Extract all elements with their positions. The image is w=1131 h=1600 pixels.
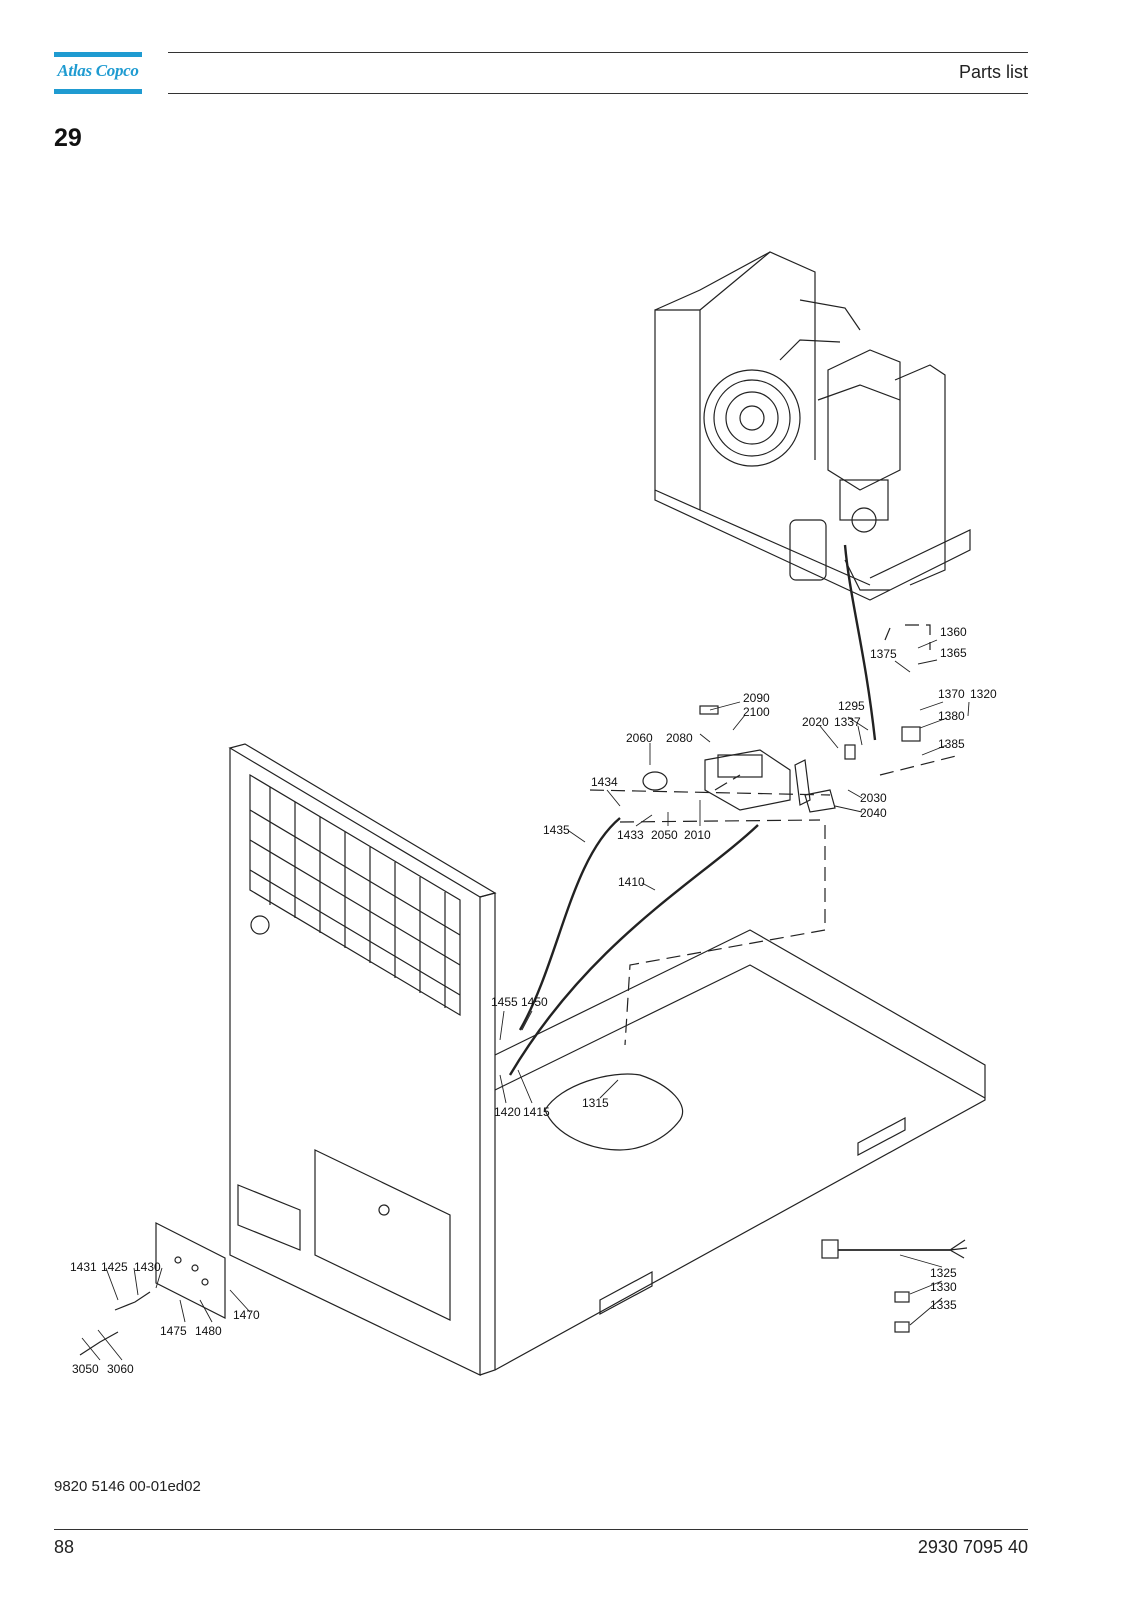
callout-1315: 1315 [582,1096,609,1110]
header-rule-top [168,52,1028,53]
ventilation-grille [249,773,461,1017]
document-code: 9820 5146 00-01ed02 [54,1478,201,1495]
valve-assembly [642,705,921,813]
callout-2010: 2010 [684,828,711,842]
cable-assembly [821,1239,968,1333]
callout-1375: 1375 [870,647,897,661]
callout-1455: 1455 [491,995,518,1009]
page-number: 88 [54,1537,75,1557]
header-title: Parts list [958,62,1028,82]
assembly-lines [589,624,961,1046]
callout-labels: 1360 1365 1375 1370 1320 1380 1385 1295 … [70,625,997,1376]
callout-2060: 2060 [626,731,653,745]
logo-wordmark: Atlas Copco [57,61,139,80]
callout-1435: 1435 [543,823,570,837]
leader-lines [81,639,970,1361]
callout-1431: 1431 [70,1260,97,1274]
logo-bar-top [54,52,142,57]
logo-bar-bottom [54,89,142,94]
section-number: 29 [54,124,82,152]
callout-1410: 1410 [618,875,645,889]
callout-2050: 2050 [651,828,678,842]
base-plate [494,929,986,1371]
callout-2040: 2040 [860,806,887,820]
hose-1295 [843,544,877,741]
callout-1425: 1425 [101,1260,128,1274]
callout-2090: 2090 [743,691,770,705]
callout-1325: 1325 [930,1266,957,1280]
part-number: 2930 7095 40 [917,1537,1028,1557]
callout-1330: 1330 [930,1280,957,1294]
callout-3050: 3050 [72,1362,99,1376]
callout-1475: 1475 [160,1324,187,1338]
callout-2080: 2080 [666,731,693,745]
callout-1434: 1434 [591,775,618,789]
callout-1360: 1360 [940,625,967,639]
callout-3060: 3060 [107,1362,134,1376]
callout-1335: 1335 [930,1298,957,1312]
refrigeration-unit [654,251,971,601]
footer-rule [54,1529,1028,1530]
hose-1410 [508,824,759,1076]
callout-1380: 1380 [938,709,965,723]
callout-1470: 1470 [233,1308,260,1322]
pressure-switch-box [839,479,889,521]
callout-1337: 1337 [834,715,861,729]
callout-2030: 2030 [860,791,887,805]
callout-1420: 1420 [494,1105,521,1119]
callout-1370: 1370 [938,687,965,701]
callout-1295: 1295 [838,699,865,713]
callout-1480: 1480 [195,1324,222,1338]
mounting-bracket [794,759,811,806]
fan-guard [703,369,801,467]
header-rule-bottom [168,93,1028,94]
hose-1435 [518,817,621,1031]
callout-1320: 1320 [970,687,997,701]
atlas-copco-logo: Atlas Copco [54,52,142,94]
connector-plate [79,1222,226,1356]
compressor [789,519,827,581]
callout-1385: 1385 [938,737,965,751]
callout-2100: 2100 [743,705,770,719]
side-panel [228,743,497,1376]
cable-coil [642,771,668,791]
callout-1450: 1450 [521,995,548,1009]
access-cover [314,1149,451,1321]
callout-1365: 1365 [940,646,967,660]
callout-1415: 1415 [523,1105,550,1119]
floor-outline [544,1073,684,1151]
electrical-box [827,349,901,491]
callout-2020: 2020 [802,715,829,729]
callout-1433: 1433 [617,828,644,842]
callout-1430: 1430 [134,1260,161,1274]
